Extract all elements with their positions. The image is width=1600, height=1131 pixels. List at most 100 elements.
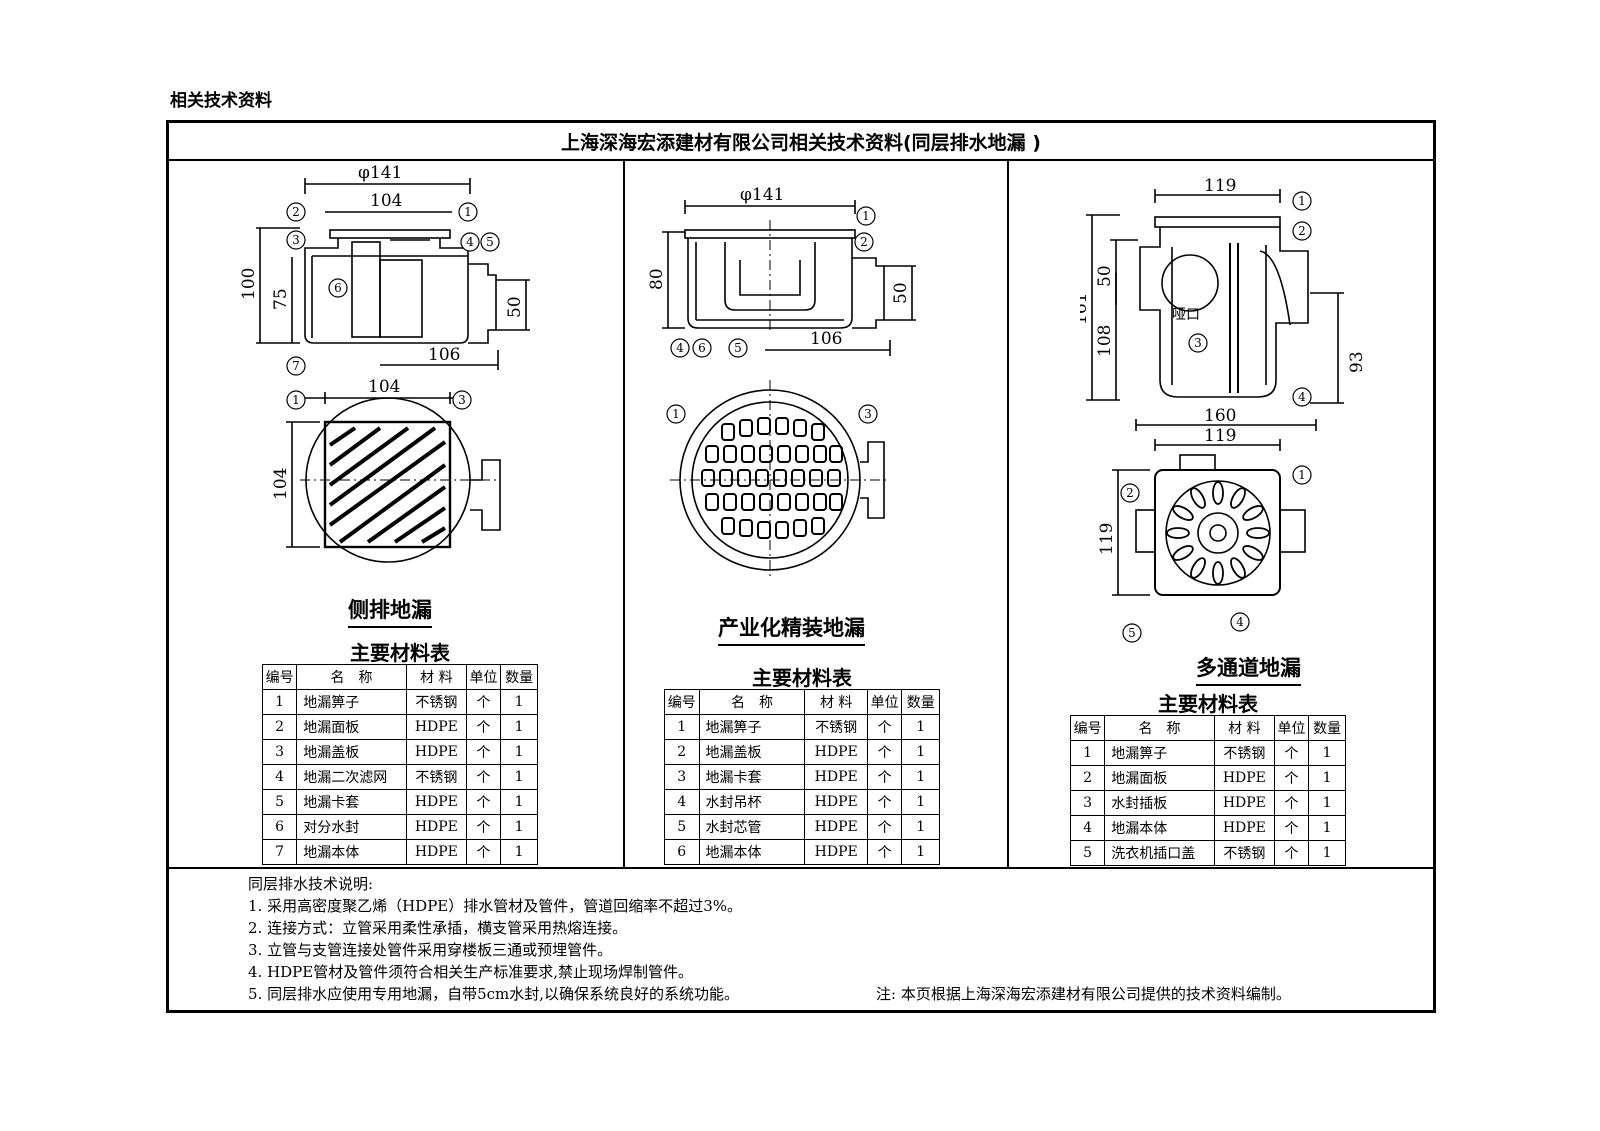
table-header-cell: 材 料 — [804, 689, 868, 715]
table-cell: 1 — [664, 714, 700, 740]
table-cell: 1 — [901, 739, 940, 765]
table-cell: 3 — [664, 764, 700, 790]
table-cell: 个 — [465, 839, 502, 865]
table-cell: HDPE — [804, 764, 868, 790]
table-cell: HDPE — [405, 839, 467, 865]
table-cell: 1 — [1308, 840, 1346, 866]
grate-holes — [701, 417, 843, 539]
side-drain-drawing: φ141 104 106 104 100 75 50 104 1 2 3 4 5… — [239, 163, 530, 563]
callout: 3 — [458, 393, 466, 407]
table-cell: 地漏箅子 — [698, 714, 806, 740]
table-header-cell: 材 料 — [1213, 715, 1275, 741]
table-header-cell: 数量 — [901, 689, 940, 715]
table-cell: HDPE — [1213, 765, 1275, 791]
table-cell: HDPE — [405, 789, 467, 815]
table-cell: 个 — [465, 689, 502, 715]
table-cell: 3 — [1069, 790, 1106, 816]
table-cell: 个 — [866, 739, 903, 765]
table-cell: 个 — [465, 764, 502, 790]
note-item: 4. HDPE管材及管件须符合相关生产标准要求,禁止现场焊制管件。 — [248, 963, 694, 981]
dim-label: 50 — [891, 282, 911, 304]
callout: 1 — [464, 205, 472, 219]
drawing-caption: 多通道地漏 — [1196, 652, 1301, 686]
note-item: 2. 连接方式：立管采用柔性承插，横支管采用热熔连接。 — [248, 919, 628, 937]
dim-label: 93 — [1347, 351, 1367, 373]
callout: 7 — [292, 359, 300, 373]
table-cell: 6 — [664, 839, 700, 865]
dim-label: 80 — [647, 268, 667, 290]
table-cell: 对分水封 — [296, 814, 407, 840]
table-cell: 1 — [500, 814, 538, 840]
table-cell: 1 — [901, 839, 940, 865]
table-cell: 个 — [1273, 790, 1310, 816]
callout: 3 — [864, 407, 872, 421]
table-cell: 5 — [1069, 840, 1106, 866]
table-header-cell: 单位 — [465, 664, 502, 690]
table-title: 主要材料表 — [350, 641, 450, 665]
callout: 1 — [1298, 468, 1306, 482]
table-cell: 个 — [866, 814, 903, 840]
table-header-cell: 名 称 — [296, 664, 407, 690]
table-cell: 个 — [866, 839, 903, 865]
dim-label: 104 — [368, 377, 400, 397]
table-title: 主要材料表 — [752, 666, 852, 690]
table-cell: 地漏盖板 — [698, 739, 806, 765]
callout: 2 — [860, 235, 868, 249]
callout: 6 — [698, 341, 706, 355]
table-cell: HDPE — [804, 739, 868, 765]
table-cell: HDPE — [804, 814, 868, 840]
table-cell: 1 — [500, 714, 538, 740]
table-cell: 地漏箅子 — [296, 689, 407, 715]
callout: 2 — [1298, 224, 1306, 238]
table-header-cell: 数量 — [1308, 715, 1346, 741]
table-cell: 地漏本体 — [698, 839, 806, 865]
callout: 5 — [734, 341, 742, 355]
table-cell: 1 — [901, 764, 940, 790]
callout: 3 — [292, 233, 300, 247]
table-cell: HDPE — [1213, 815, 1275, 841]
callout: 1 — [672, 407, 680, 421]
table-cell: 地漏面板 — [1104, 765, 1215, 791]
table-cell: 5 — [664, 814, 700, 840]
table-cell: 不锈钢 — [1213, 840, 1275, 866]
table-header-cell: 数量 — [500, 664, 538, 690]
table-cell: 个 — [465, 714, 502, 740]
callout: 4 — [1236, 615, 1244, 629]
table-cell: 地漏二次滤网 — [296, 764, 407, 790]
table-cell: 地漏卡套 — [698, 764, 806, 790]
table-cell: 1 — [500, 739, 538, 765]
table-header-row: 编号名 称材 料单位数量 — [1069, 715, 1346, 741]
table-header-cell: 单位 — [866, 689, 903, 715]
note-item: 5. 同层排水应使用专用地漏，自带5cm水封,以确保系统良好的系统功能。 — [248, 985, 740, 1003]
table-cell: 个 — [1273, 740, 1310, 766]
table-cell: 1 — [261, 689, 298, 715]
callout: 4 — [1298, 390, 1306, 404]
table-cell: 5 — [261, 789, 298, 815]
note-item: 3. 立管与支管连接处管件采用穿楼板三通或预埋管件。 — [248, 941, 613, 959]
table-cell: 2 — [261, 714, 298, 740]
dim-label: 106 — [810, 329, 842, 349]
table-cell: 1 — [1308, 765, 1346, 791]
dim-label: 104 — [370, 191, 402, 211]
table-header-cell: 单位 — [1273, 715, 1310, 741]
table-cell: 不锈钢 — [1213, 740, 1275, 766]
table-cell: 个 — [1273, 840, 1310, 866]
table-cell: 2 — [664, 739, 700, 765]
table-header-cell: 名 称 — [1104, 715, 1215, 741]
table-cell: 地漏本体 — [296, 839, 407, 865]
drawing-caption: 侧排地漏 — [348, 594, 432, 628]
dim-label: 161 — [1080, 293, 1091, 325]
table-cell: 地漏箅子 — [1104, 740, 1215, 766]
